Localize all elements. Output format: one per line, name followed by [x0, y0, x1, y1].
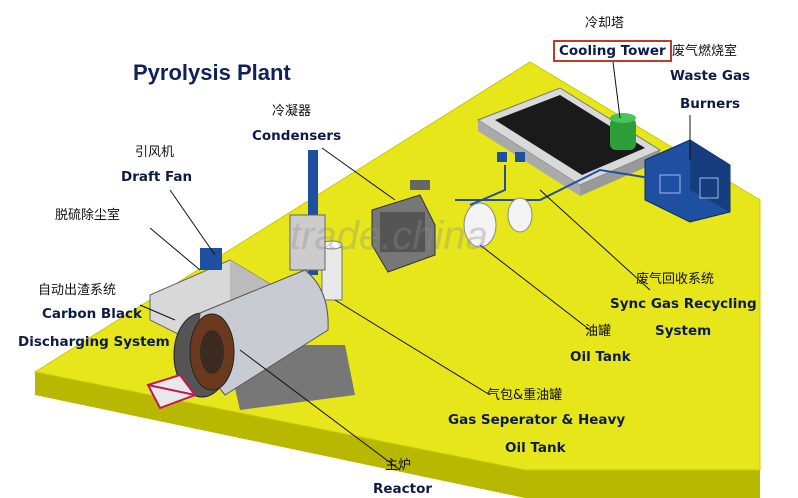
gas-separator-label-1: Gas Seperator & Heavy [448, 412, 626, 428]
reactor-unit [173, 269, 355, 410]
watermark: trade.china [290, 214, 488, 258]
sync-gas-label-cn: 废气回收系统 [636, 272, 715, 287]
condensers-label-cn: 冷凝器 [272, 104, 312, 119]
condensers-unit [371, 180, 436, 273]
gas-separator-label-2: Oil Tank [505, 440, 566, 456]
leader-lines [139, 61, 691, 471]
sync-gas-label-1: Sync Gas Recycling [610, 296, 757, 312]
reactor-label: Reactor [373, 481, 433, 497]
waste-gas-burner-unit [644, 139, 731, 223]
draft-fan-unit [200, 248, 222, 270]
oil-tanks [463, 197, 533, 248]
gas-separator-label-cn: 气包&重油罐 [487, 388, 563, 403]
draft-fan-label-cn: 引风机 [135, 145, 175, 160]
oil-tank-label-cn: 油罐 [585, 324, 612, 339]
cooling-tower-unit [610, 113, 636, 150]
cooling-tower-label: Cooling Tower [553, 40, 672, 62]
platform-side [35, 372, 760, 498]
condensers-label: Condensers [252, 128, 342, 144]
water-pipe [469, 165, 506, 206]
oil-tank-label: Oil Tank [570, 349, 631, 365]
water-pumps [497, 152, 525, 162]
carbon-black-discharge-unit [146, 373, 197, 410]
carbon-black-label-cn: 自动出渣系统 [38, 283, 117, 298]
waste-gas-label-cn: 废气燃烧室 [672, 44, 738, 59]
waste-gas-label-1: Waste Gas [670, 68, 751, 84]
sync-gas-label-2: System [655, 323, 712, 339]
gas-pipe [455, 168, 651, 201]
reactor-label-cn: 主炉 [385, 458, 412, 473]
carbon-black-label-2: Discharging System [18, 334, 170, 350]
cooling-pool [476, 87, 662, 196]
chimney [308, 150, 318, 275]
diagram-title: Pyrolysis Plant [133, 60, 291, 85]
cooling-tower-label-cn: 冷却塔 [585, 16, 625, 31]
waste-gas-label-2: Burners [680, 96, 741, 112]
carbon-black-label-1: Carbon Black [42, 306, 142, 322]
gas-separator-unit [321, 240, 343, 301]
desulfur-label-cn: 脱硫除尘室 [55, 208, 121, 223]
draft-fan-label: Draft Fan [121, 169, 193, 185]
